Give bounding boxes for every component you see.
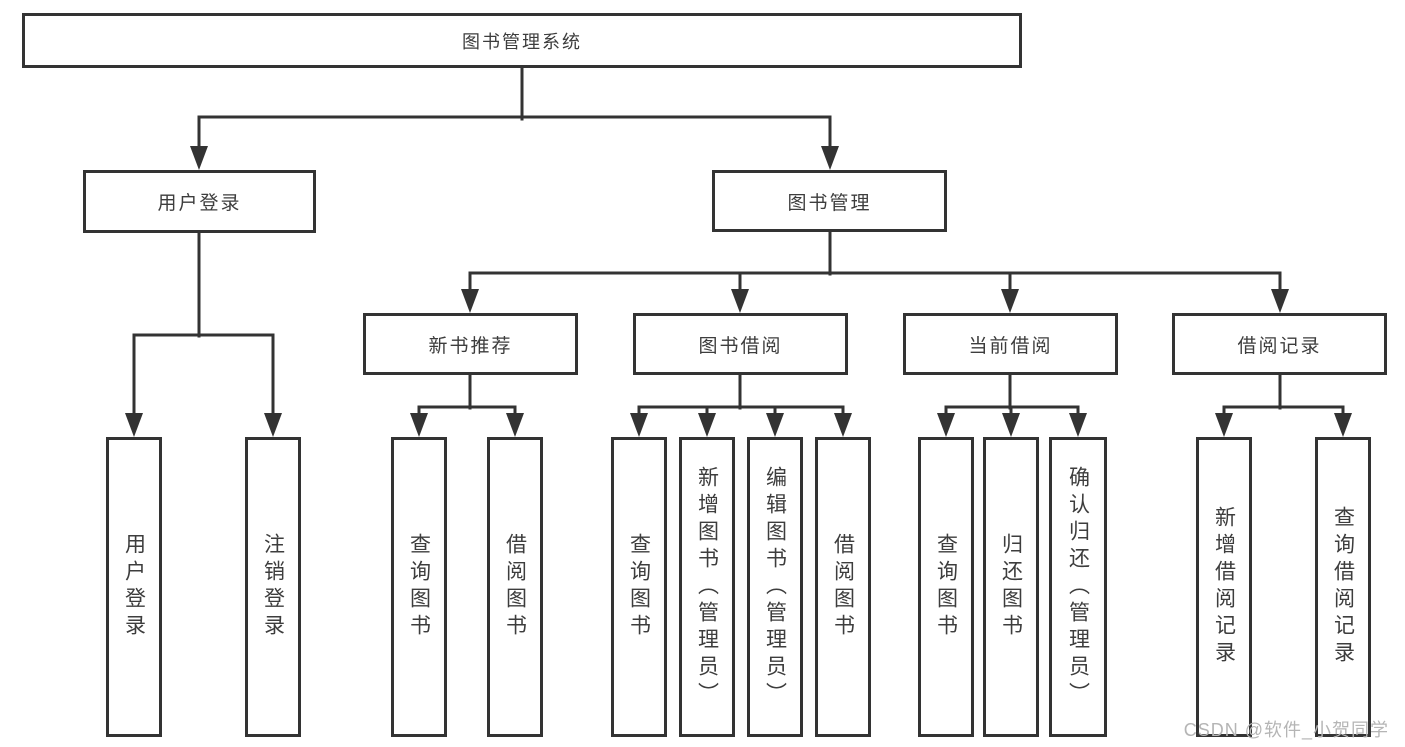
leaf-query-borrow-record: 查询借阅记录 — [1315, 437, 1371, 737]
leaf-borrow-books-1: 借阅图书 — [487, 437, 543, 737]
node-borrow-records: 借阅记录 — [1172, 313, 1387, 375]
leaf-query-books-2: 查询图书 — [611, 437, 667, 737]
leaf-return-books: 归还图书 — [983, 437, 1039, 737]
leaf-edit-books-admin: 编辑图书（管理员） — [747, 437, 803, 737]
leaf-add-borrow-record: 新增借阅记录 — [1196, 437, 1252, 737]
leaf-query-books-1: 查询图书 — [391, 437, 447, 737]
leaf-confirm-return-admin: 确认归还（管理员） — [1049, 437, 1107, 737]
node-library-management-system: 图书管理系统 — [22, 13, 1022, 68]
node-book-borrow: 图书借阅 — [633, 313, 848, 375]
node-book-management: 图书管理 — [712, 170, 947, 232]
node-user-login: 用户登录 — [83, 170, 316, 233]
arrowheads — [125, 146, 1352, 437]
leaf-logout: 注销登录 — [245, 437, 301, 737]
node-current-borrow: 当前借阅 — [903, 313, 1118, 375]
csdn-watermark: CSDN @软件_小贺同学 — [1183, 720, 1389, 740]
leaf-query-books-3: 查询图书 — [918, 437, 974, 737]
leaf-add-books-admin: 新增图书（管理员） — [679, 437, 735, 737]
leaf-borrow-books-2: 借阅图书 — [815, 437, 871, 737]
node-new-book-recommend: 新书推荐 — [363, 313, 578, 375]
leaf-user-login: 用户登录 — [106, 437, 162, 737]
